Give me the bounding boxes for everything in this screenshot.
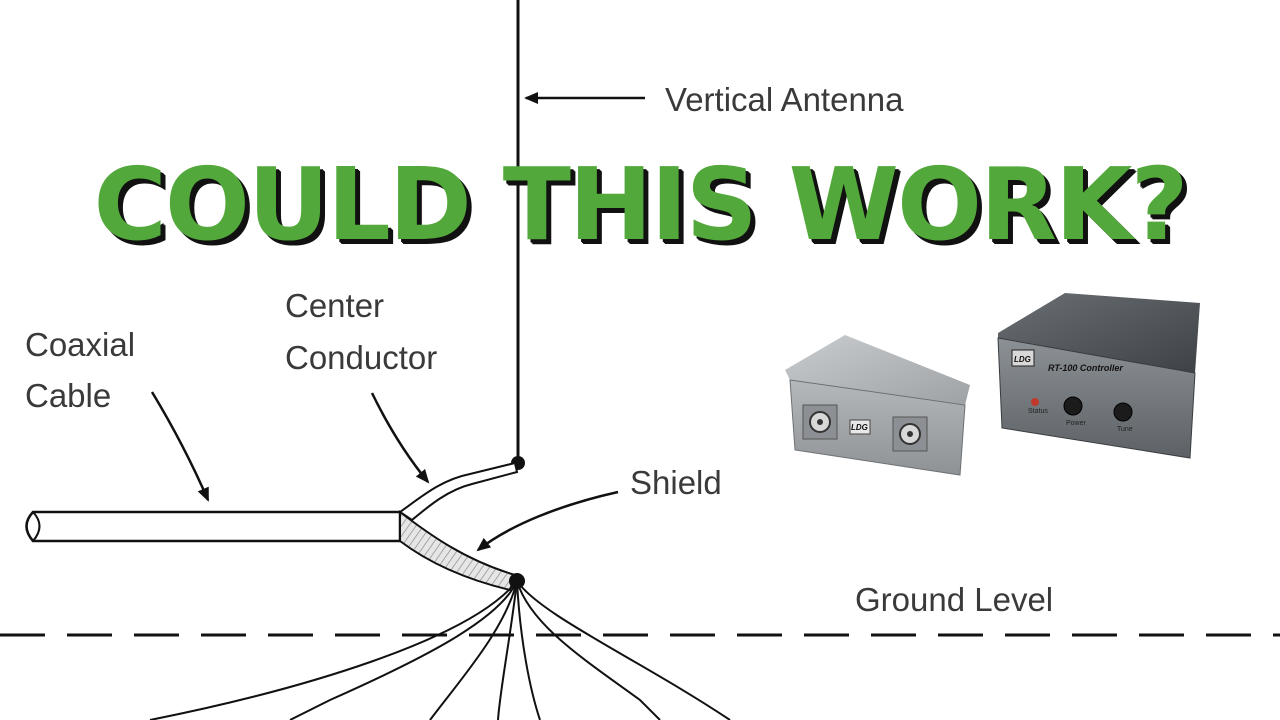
vertical-antenna-label: Vertical Antenna — [665, 81, 904, 118]
controller-logo: LDG — [1014, 355, 1031, 364]
shield-braid — [399, 509, 517, 592]
coaxial-cable-arrow — [150, 391, 210, 502]
coaxial-cable-label-line1: Coaxial — [25, 326, 136, 363]
headline-title: COULD THIS WORK? — [93, 146, 1189, 263]
controller-power-label: Power — [1066, 420, 1086, 427]
shield-label: Shield — [630, 464, 722, 501]
tuner-logo: LDG — [851, 423, 868, 432]
ground-radials — [149, 580, 731, 720]
center-conductor-label-line1: Center — [285, 287, 385, 324]
controller-status-label: Status — [1028, 408, 1048, 415]
center-conductor-arrow — [370, 392, 430, 484]
controller-model-label: RT-100 Controller — [1048, 363, 1123, 373]
controller-tune-label: Tune — [1117, 426, 1133, 433]
coaxial-cable-label-line2: Cable — [25, 377, 112, 414]
shield-arrow — [476, 490, 619, 552]
coaxial-cable — [25, 510, 402, 543]
ground-level-label: Ground Level — [855, 581, 1054, 618]
rt100-controller-device — [997, 293, 1200, 459]
center-conductor-wire — [398, 461, 519, 522]
remote-tuner-device — [785, 335, 970, 476]
center-conductor-label-line2: Conductor — [285, 339, 438, 376]
